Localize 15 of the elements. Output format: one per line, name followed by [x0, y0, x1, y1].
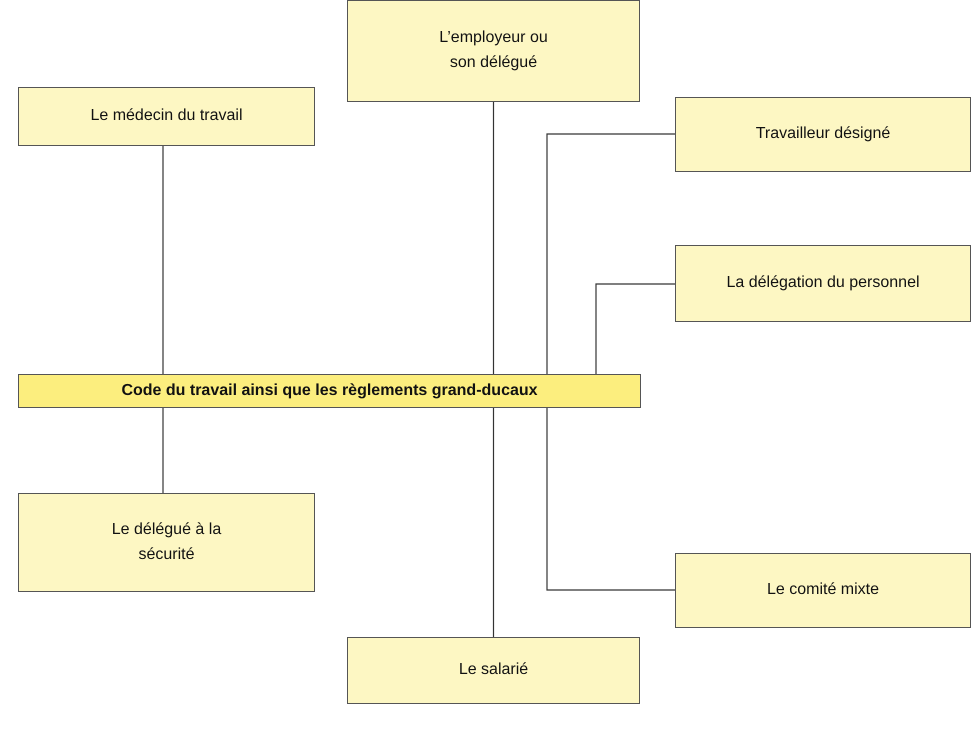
role-box: Le comité mixte — [675, 553, 971, 628]
role-box: L’employeur ou son délégué — [347, 0, 640, 102]
role-box: Le salarié — [347, 637, 640, 704]
connector-line — [162, 408, 164, 493]
connector-line — [492, 408, 494, 637]
role-box: La délégation du personnel — [675, 245, 971, 322]
connector-line — [492, 102, 494, 374]
connector-line — [162, 146, 164, 374]
title-box: Code du travail ainsi que les règlements grand-ducaux — [18, 374, 641, 408]
role-box: Le délégué à la sécurité — [18, 493, 315, 592]
connector-line — [595, 283, 675, 374]
connector-line — [546, 408, 675, 591]
role-box: Travailleur désigné — [675, 97, 971, 172]
role-box: Le médecin du travail — [18, 87, 315, 146]
connector-line — [546, 133, 675, 374]
